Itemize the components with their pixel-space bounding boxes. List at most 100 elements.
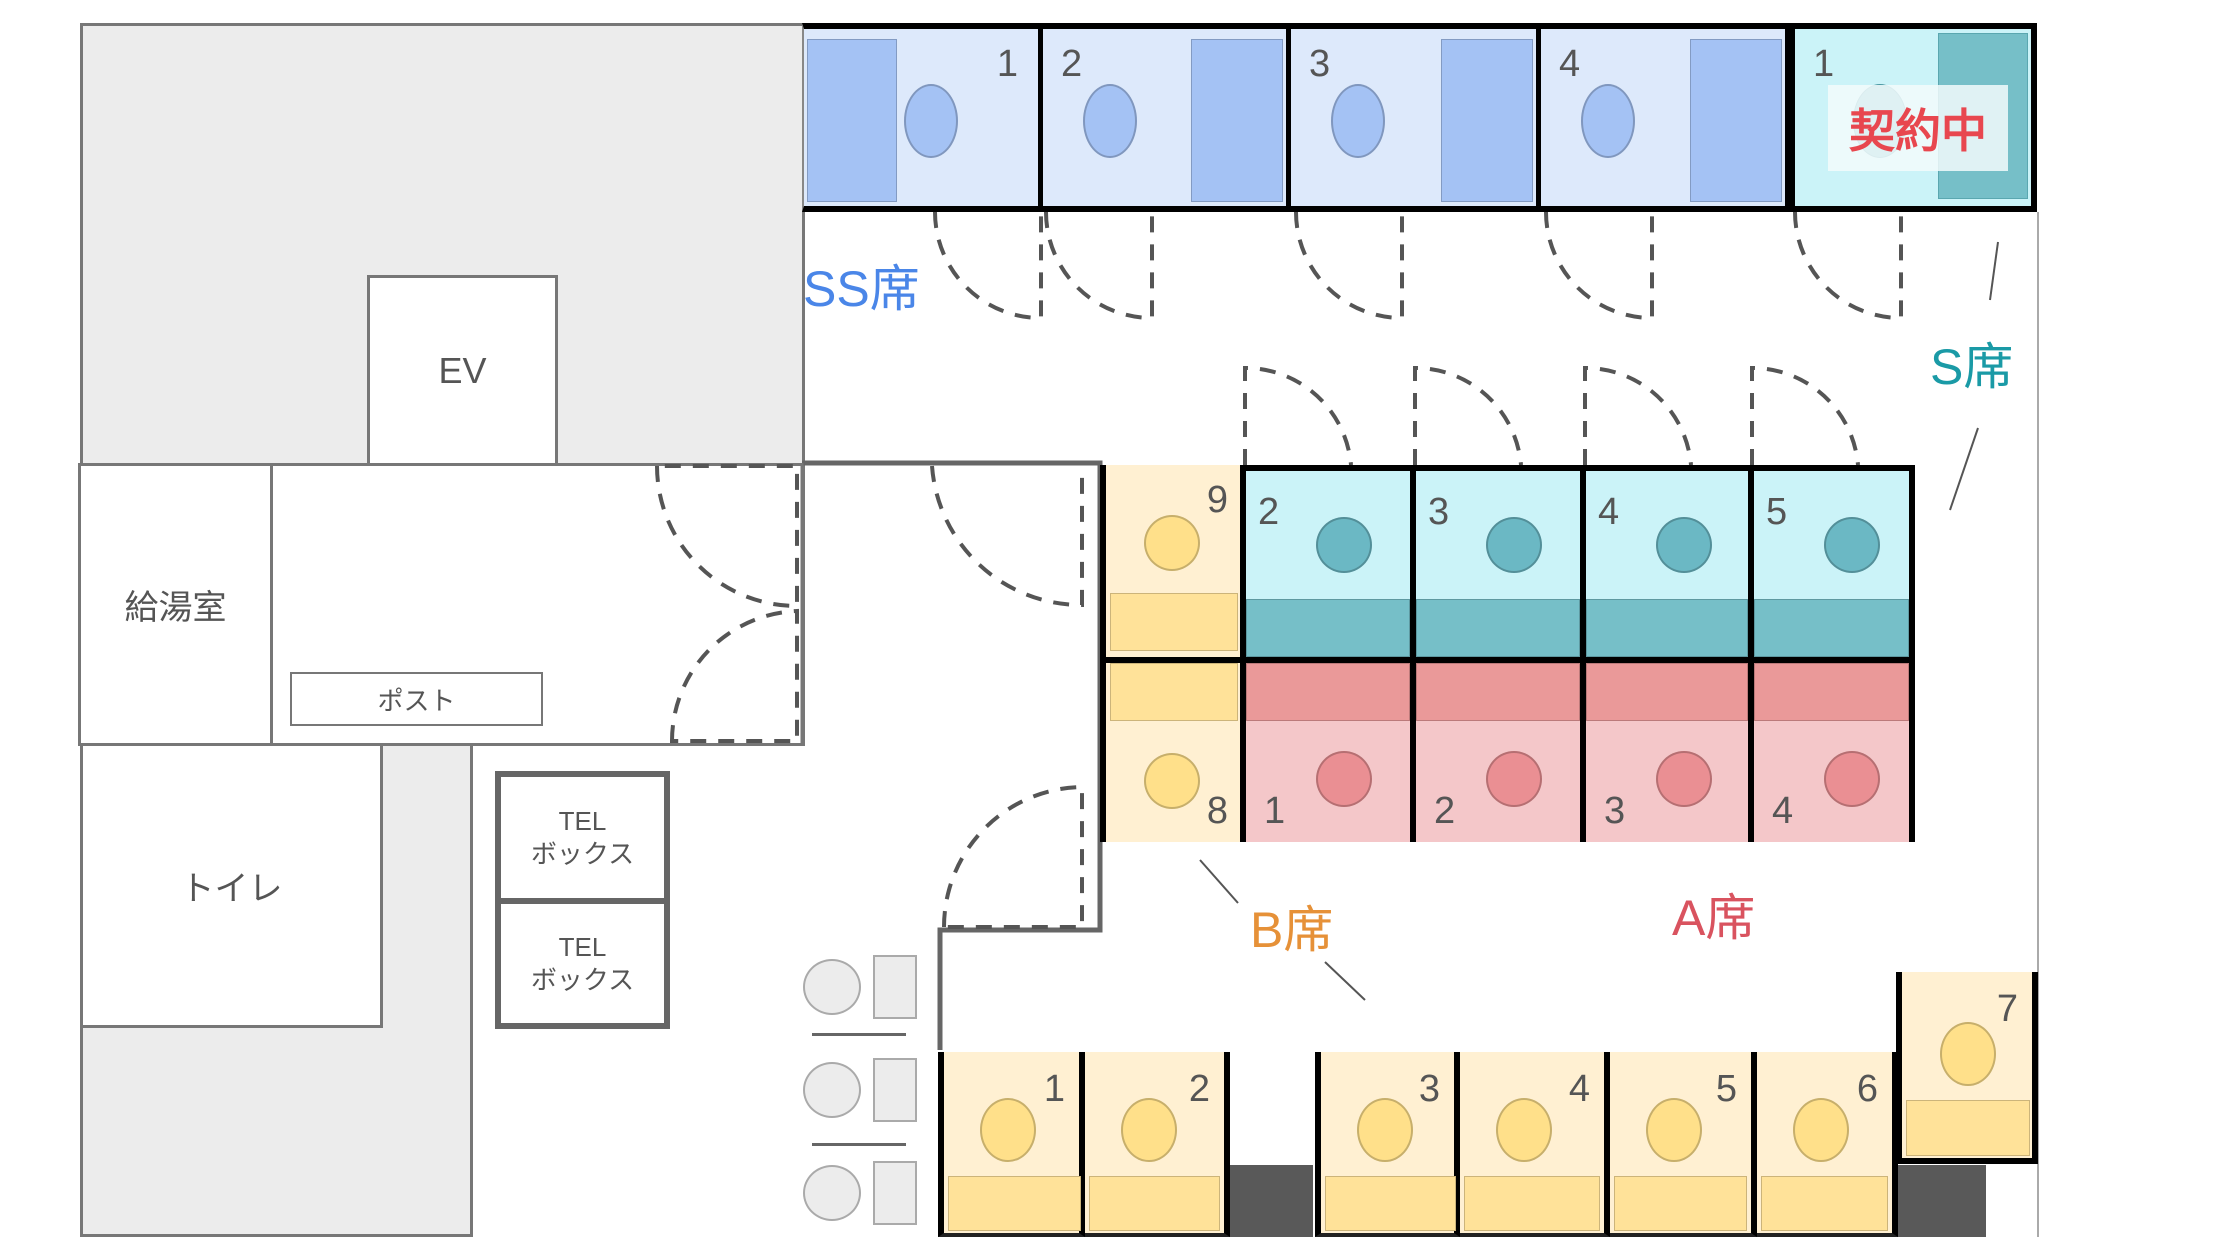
- seat-number: 3: [1418, 1068, 1440, 1110]
- zone-label-ss: SS席: [803, 261, 920, 317]
- seat-b-8[interactable]: 8: [1100, 657, 1240, 842]
- seat-desk: [1110, 593, 1238, 651]
- toilet[interactable]: トイレ: [80, 743, 383, 1028]
- seat-ss-3[interactable]: 3: [1291, 23, 1541, 212]
- leader-line-s: [1949, 427, 1979, 511]
- seat-ss-2[interactable]: 2: [1043, 23, 1291, 212]
- seat-s-2[interactable]: 2: [1240, 465, 1410, 657]
- seat-b-6[interactable]: 6: [1757, 1052, 1898, 1237]
- seat-number: 2: [1188, 1068, 1210, 1110]
- seat-number: 2: [1061, 43, 1083, 85]
- seat-chair: [980, 1098, 1036, 1162]
- seat-number: 1: [1264, 790, 1286, 832]
- seat-chair: [1316, 751, 1372, 807]
- seat-number: 5: [1766, 491, 1788, 533]
- door-corridor-upper: [930, 465, 1084, 608]
- tel-box-1[interactable]: TEL ボックス: [495, 771, 670, 904]
- seat-chair: [1656, 517, 1712, 573]
- pillar: [1898, 1165, 1986, 1237]
- seat-chair: [1144, 753, 1200, 809]
- seat-desk: [1906, 1100, 2030, 1156]
- seat-a-3[interactable]: 3: [1580, 657, 1748, 842]
- door-ss-1: [933, 211, 1043, 321]
- lounge-table-1[interactable]: [803, 955, 923, 1020]
- seat-chair: [1144, 515, 1200, 571]
- door-ss-2: [1044, 211, 1154, 321]
- tel-box-1-label-line1: TEL: [558, 806, 607, 836]
- seat-s-1[interactable]: 1 契約中: [1790, 23, 2037, 212]
- seat-ss-4[interactable]: 4: [1541, 23, 1790, 212]
- seat-desk: [1614, 1176, 1747, 1231]
- seat-b-4[interactable]: 4: [1460, 1052, 1610, 1237]
- seat-desk: [1416, 663, 1580, 721]
- mailbox[interactable]: ポスト: [290, 672, 543, 726]
- seat-number: 9: [1206, 479, 1228, 521]
- seat-desk: [1089, 1176, 1220, 1231]
- door-s-4: [1583, 365, 1693, 466]
- seat-s-4[interactable]: 4: [1580, 465, 1748, 657]
- seat-a-4[interactable]: 4: [1748, 657, 1915, 842]
- seat-a-2[interactable]: 2: [1410, 657, 1580, 842]
- lounge-stool: [803, 959, 861, 1015]
- lounge-stool: [803, 1165, 861, 1221]
- leader-line-s: [1989, 241, 1999, 301]
- lounge-table-top: [873, 955, 917, 1019]
- door-corridor-lower: [941, 784, 1084, 929]
- door-s-2: [1243, 365, 1353, 466]
- seat-ss-1[interactable]: 1: [802, 23, 1043, 212]
- zone-label-a: A席: [1672, 890, 1756, 946]
- seat-b-1[interactable]: 1: [938, 1052, 1085, 1237]
- tel-box-2[interactable]: TEL ボックス: [495, 898, 670, 1029]
- seat-s-3[interactable]: 3: [1410, 465, 1580, 657]
- lounge-table-3[interactable]: [803, 1161, 923, 1226]
- seat-number: 6: [1856, 1068, 1878, 1110]
- seat-chair: [1486, 517, 1542, 573]
- seat-b-7[interactable]: 7: [1896, 972, 2038, 1164]
- elevator-label: EV: [438, 349, 487, 391]
- seat-chair: [1793, 1098, 1849, 1162]
- seat-chair: [1357, 1098, 1413, 1162]
- seat-number: 4: [1772, 790, 1794, 832]
- seat-a-1[interactable]: 1: [1240, 657, 1410, 842]
- seat-desk: [1246, 599, 1410, 657]
- seat-desk: [1464, 1176, 1600, 1231]
- elevator[interactable]: EV: [367, 275, 558, 466]
- seat-number: 7: [1996, 988, 2018, 1030]
- seat-desk: [1110, 663, 1238, 721]
- seat-number: 4: [1559, 43, 1581, 85]
- seat-b-9[interactable]: 9: [1100, 465, 1240, 657]
- kitchenette[interactable]: 給湯室: [78, 463, 273, 746]
- seat-chair: [1486, 751, 1542, 807]
- lounge-table-top: [873, 1058, 917, 1122]
- seat-b-5[interactable]: 5: [1610, 1052, 1757, 1237]
- door-s-3: [1413, 365, 1523, 466]
- seat-number: 8: [1206, 790, 1228, 832]
- seat-desk: [807, 39, 897, 202]
- zone-label-b: B席: [1250, 902, 1334, 958]
- seat-number: 2: [1258, 491, 1280, 533]
- door-s-5: [1750, 365, 1860, 466]
- leader-line-b: [1324, 961, 1366, 1001]
- contract-status-badge: 契約中: [1828, 85, 2008, 171]
- seat-number: 3: [1604, 790, 1626, 832]
- corridor-wall: [802, 460, 1103, 1050]
- seat-b-3[interactable]: 3: [1315, 1052, 1460, 1237]
- door-entrance-upper: [654, 464, 799, 609]
- seat-desk: [1690, 39, 1782, 202]
- seat-number: 4: [1568, 1068, 1590, 1110]
- seat-s-5[interactable]: 5: [1748, 465, 1915, 657]
- seat-desk: [1191, 39, 1283, 202]
- seat-b-2[interactable]: 2: [1085, 1052, 1230, 1237]
- seat-number: 3: [1428, 491, 1450, 533]
- seat-number: 5: [1715, 1068, 1737, 1110]
- lounge-table-2[interactable]: [803, 1058, 923, 1123]
- seat-chair: [1646, 1098, 1702, 1162]
- seat-desk: [1754, 599, 1909, 657]
- seat-number: 4: [1598, 491, 1620, 533]
- door-ss-4: [1544, 211, 1654, 321]
- lounge-table-top: [873, 1161, 917, 1225]
- door-entrance-lower: [669, 608, 799, 743]
- seat-desk: [1586, 599, 1748, 657]
- seat-chair: [1581, 84, 1635, 158]
